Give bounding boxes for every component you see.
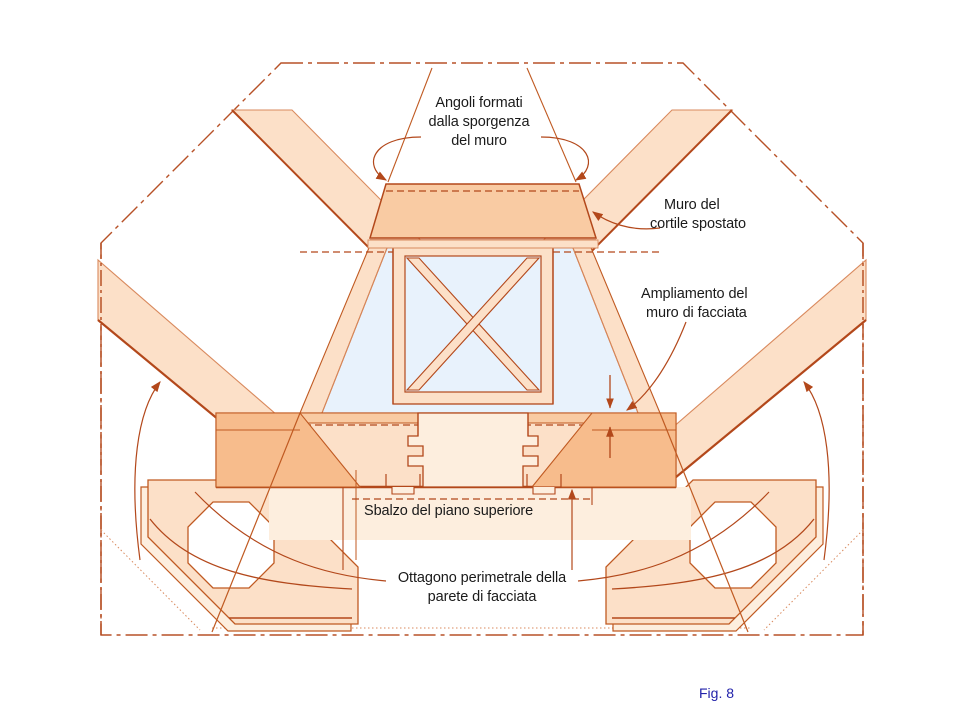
leader-muro-cortile [592, 211, 661, 230]
label-muro-line-2: cortile spostato [650, 216, 746, 232]
leader-angoli-slants [387, 67, 577, 183]
label-ottagono: Ottagono perimetrale della parete di fac… [398, 570, 567, 605]
label-ampliamento: Ampliamento del muro di facciata [641, 286, 748, 321]
leader-ottagono [134, 381, 830, 582]
label-ottagono-line-1: Ottagono perimetrale della [398, 570, 567, 586]
label-angoli-line-1: Angoli formati [435, 95, 522, 111]
label-angoli-formati: Angoli formati dalla sporgenza del muro [429, 95, 531, 149]
courtyard-wall-band [367, 183, 599, 249]
label-ampl-line-2: muro di facciata [646, 305, 748, 321]
label-angoli-line-2: dalla sporgenza [429, 114, 531, 130]
leader-ampliamento [606, 321, 687, 458]
label-ampl-line-1: Ampliamento del [641, 286, 748, 302]
leader-angoli-arrows [372, 136, 590, 181]
bottom-notch-brackets [385, 474, 562, 495]
central-stepped-pedestal [407, 412, 539, 488]
lower-overhang-band [269, 487, 691, 540]
dotted-guidelines [100, 529, 864, 631]
central-window-cross [392, 243, 554, 405]
figure-caption: Fig. 8 [699, 685, 734, 701]
construction-lines [100, 243, 864, 635]
label-sbalzo: Sbalzo del piano superiore [364, 503, 533, 519]
label-sbalzo-line-1: Sbalzo del piano superiore [364, 503, 533, 519]
label-muro-line-1: Muro del [664, 197, 720, 213]
label-angoli-line-3: del muro [451, 133, 507, 149]
label-ottagono-line-2: parete di facciata [428, 589, 538, 605]
label-muro-cortile: Muro del cortile spostato [650, 197, 746, 232]
